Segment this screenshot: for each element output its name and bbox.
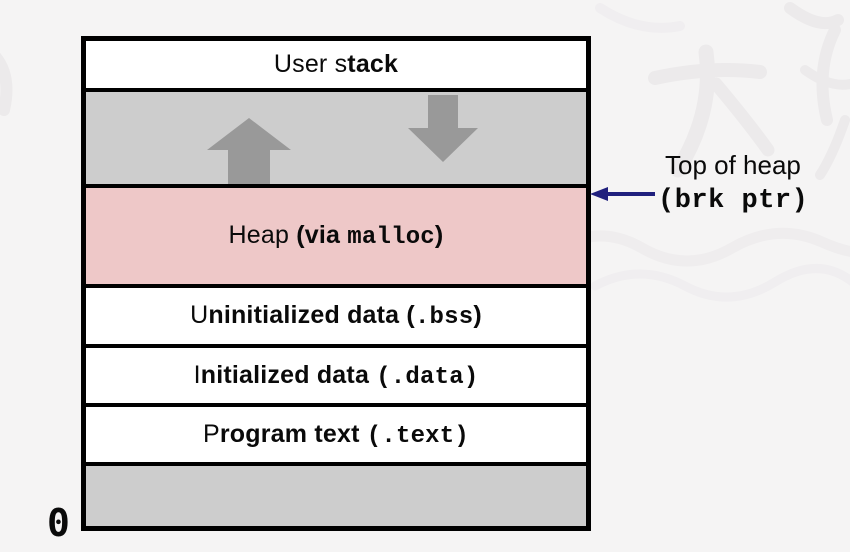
brk-pointer-left-arrow-icon — [590, 187, 655, 201]
brk-ptr-label: (brk ptr) — [658, 186, 809, 216]
memory-map: User stack Heap (via malloc) Uninitializ… — [81, 36, 591, 531]
segment-low-memory — [86, 462, 586, 526]
top-of-heap-label: Top of heap — [665, 150, 801, 180]
stack-grows-down-arrow-icon — [408, 95, 478, 162]
segment-data: Initialized data (.data) — [86, 344, 586, 403]
segment-label: Initialized data (.data) — [193, 360, 479, 391]
address-zero-label: 0 — [47, 501, 70, 545]
segment-label: Program text (.text) — [203, 419, 469, 450]
segment-heap: Heap (via malloc) — [86, 184, 586, 284]
segment-text: Program text (.text) — [86, 403, 586, 462]
segment-user-stack: User stack — [86, 41, 586, 88]
segment-label: Uninitialized data (.bss) — [190, 301, 482, 331]
segment-growth-gap — [86, 88, 586, 184]
segment-bss: Uninitialized data (.bss) — [86, 284, 586, 344]
segment-label: User stack — [273, 50, 399, 78]
heap-top-annotation: Top of heap (brk ptr) — [658, 150, 850, 216]
segment-label: Heap (via malloc) — [228, 221, 444, 251]
heap-grows-up-arrow-icon — [207, 118, 291, 184]
